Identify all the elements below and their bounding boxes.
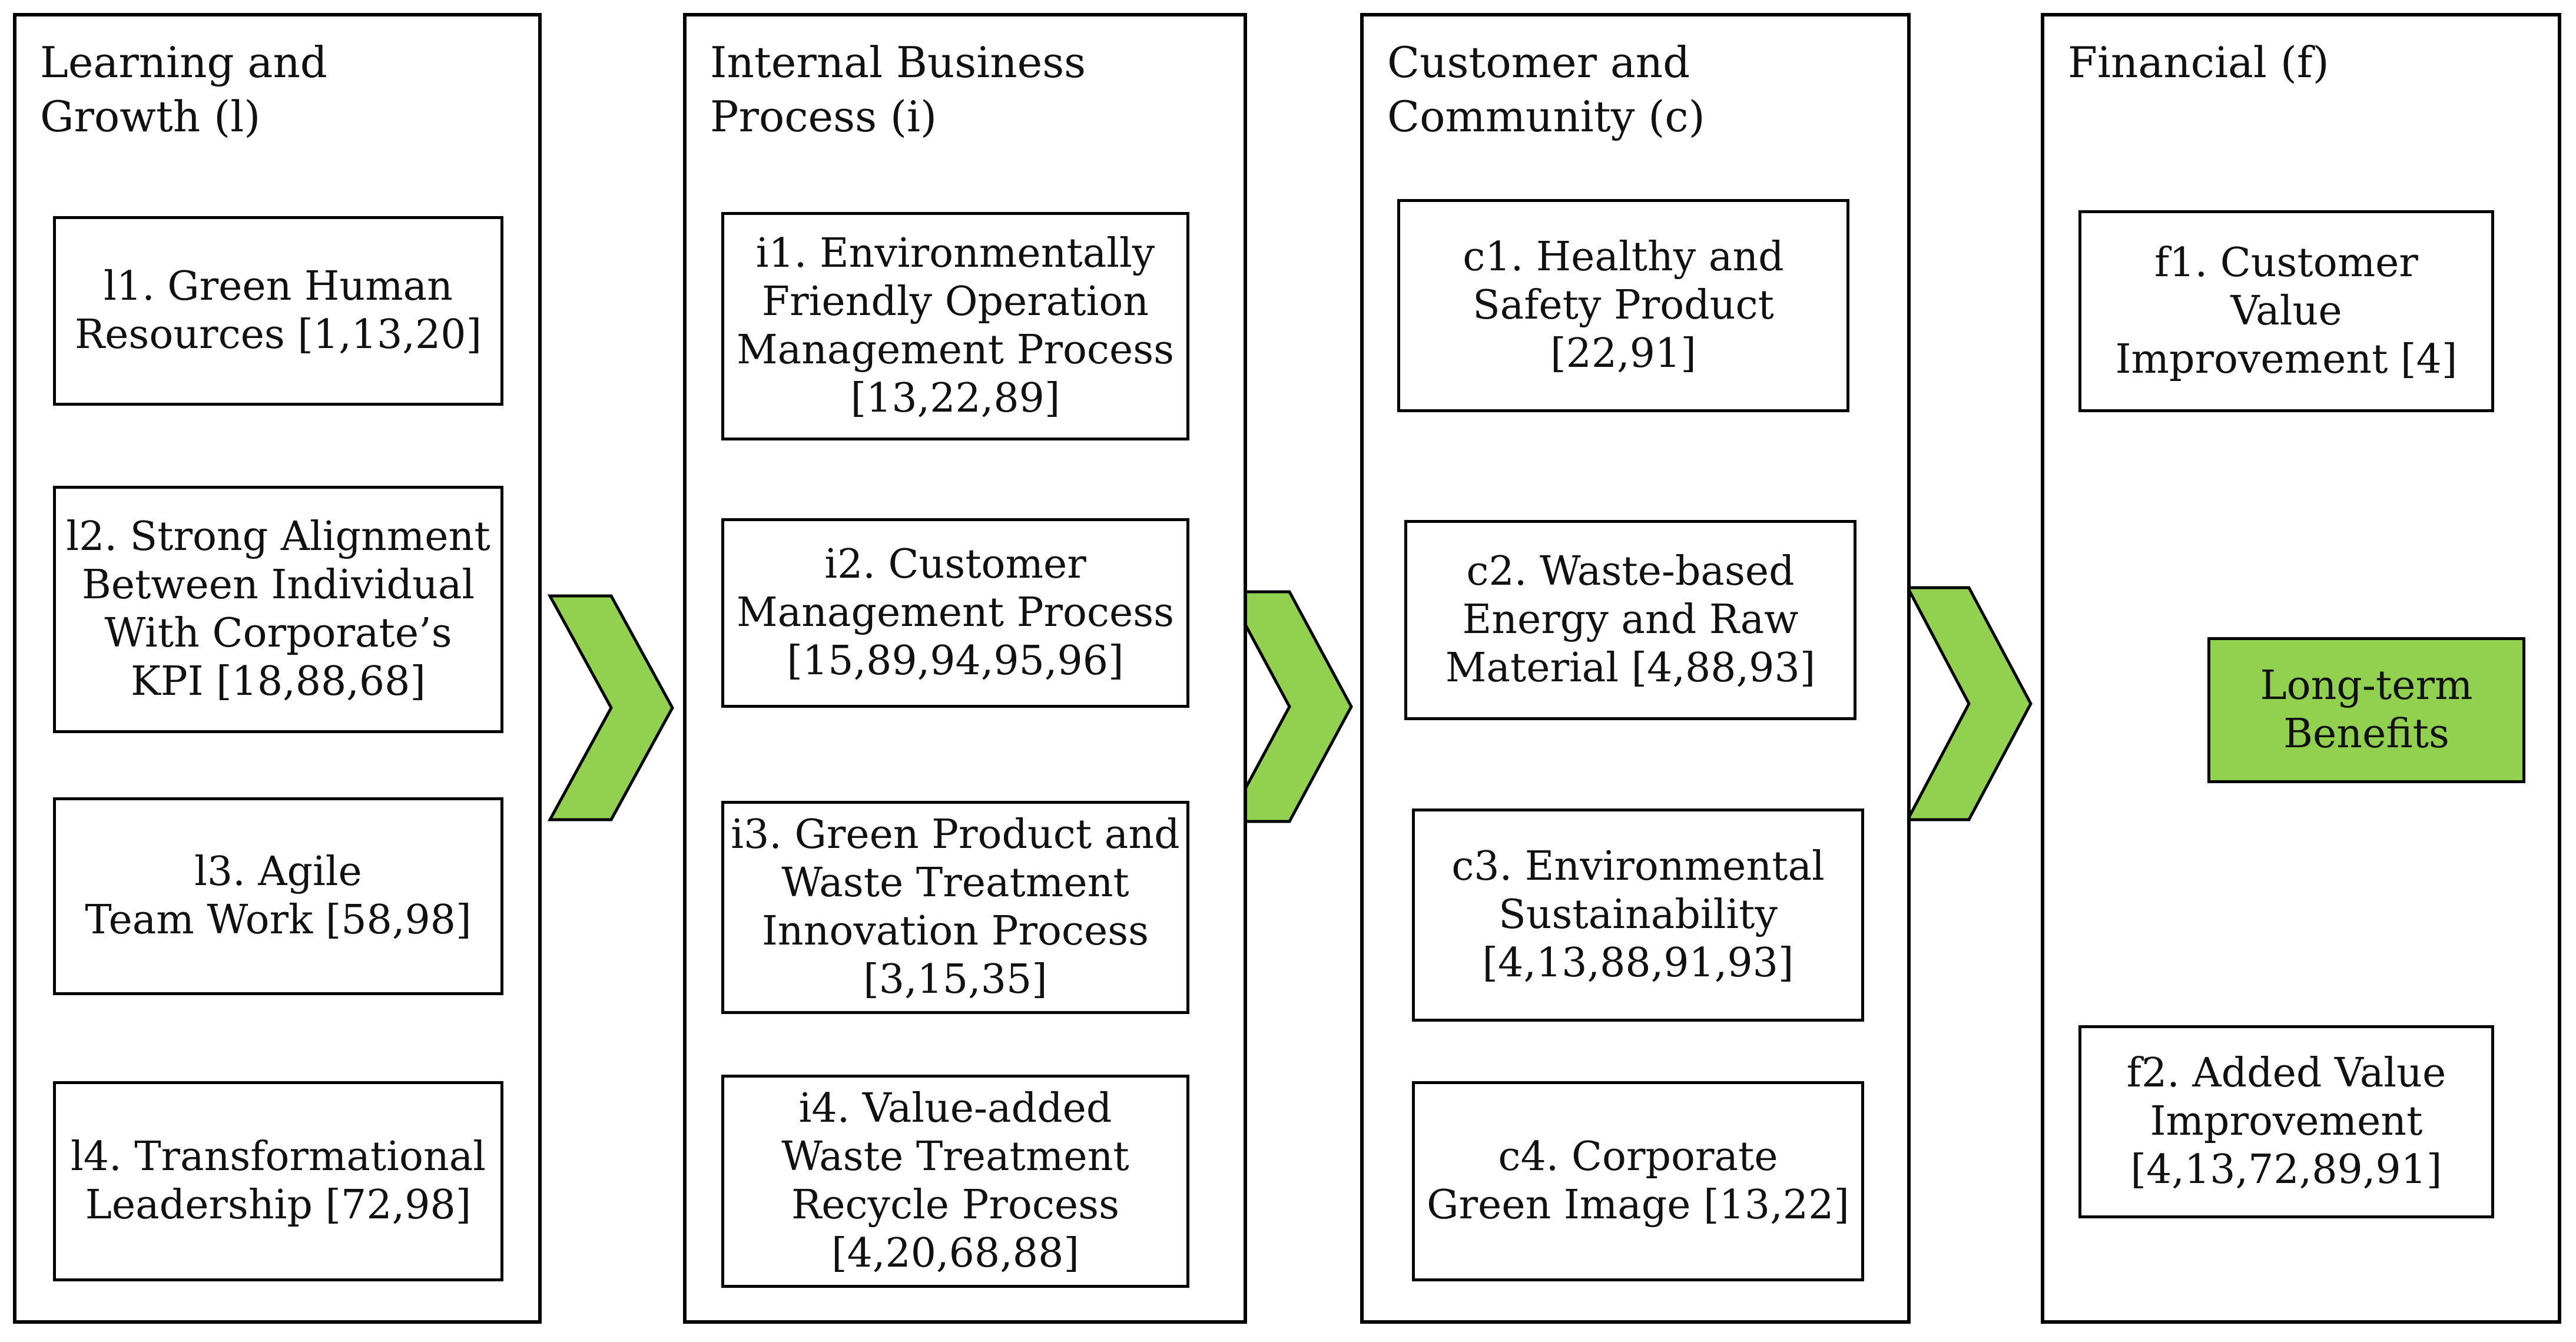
node-i1: i1. Environmentally Friendly Operation M… (721, 212, 1189, 440)
panel-title-internal-business: Internal Business Process (i) (710, 38, 1086, 141)
node-i4: i4. Value-added Waste Treatment Recycle … (721, 1075, 1189, 1288)
chevron-arrow-2 (1225, 590, 1353, 823)
node-f2: f2. Added Value Improvement [4,13,72,89,… (2078, 1025, 2494, 1218)
node-i3: i3. Green Product and Waste Treatment In… (721, 801, 1189, 1014)
node-long-term-benefits: Long-term Benefits (2207, 637, 2525, 783)
node-c2: c2. Waste-based Energy and Raw Material … (1404, 520, 1856, 720)
node-c4: c4. Corporate Green Image [13,22] (1412, 1081, 1864, 1281)
node-c3: c3. Environmental Sustainability [4,13,8… (1412, 808, 1864, 1022)
panel-title-learning-growth: Learning and Growth (l) (40, 38, 327, 141)
panel-title-financial: Financial (f) (2068, 38, 2329, 87)
node-l4: l4. Transformational Leadership [72,98] (53, 1081, 503, 1281)
panel-title-customer-community: Customer and Community (c) (1387, 38, 1705, 141)
node-f1: f1. Customer Value Improvement [4] (2078, 210, 2494, 412)
node-l2: l2. Strong Alignment Between Individual … (53, 486, 503, 733)
node-l1: l1. Green Human Resources [1,13,20] (53, 216, 503, 406)
node-i2: i2. Customer Management Process [15,89,9… (721, 518, 1189, 708)
node-l3: l3. Agile Team Work [58,98] (53, 797, 503, 995)
chevron-arrow-3 (1905, 586, 2033, 821)
chevron-arrow-1 (547, 594, 674, 821)
node-c1: c1. Healthy and Safety Product [22,91] (1397, 199, 1849, 412)
